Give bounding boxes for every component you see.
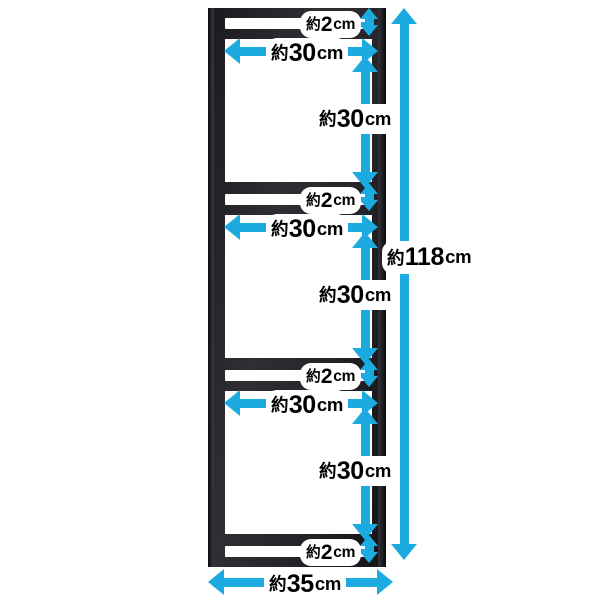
cube-2-height-label-value: 30 — [336, 280, 365, 309]
cube-1-width-label-unit: cm — [316, 41, 344, 63]
bottom-slot-label-value: 2 — [320, 541, 333, 564]
top-slot-arrow-up — [360, 8, 378, 19]
top-slot-dim-line — [364, 16, 374, 30]
total-height-dim-line — [399, 22, 409, 550]
cube-3-height-label-prefix: 約 — [319, 461, 337, 482]
shelf-bottom-slot-opening — [225, 546, 372, 557]
cube-3-height-arrow-up — [352, 408, 378, 424]
shelf-top-slot-opening — [225, 18, 372, 29]
top-slot-label-value: 2 — [320, 13, 333, 36]
total-height-arrow-up — [391, 8, 417, 24]
cube-2-width-label-unit: cm — [316, 217, 344, 239]
total-height-label-unit: cm — [445, 246, 472, 268]
shelf-divider-1-opening — [225, 194, 372, 205]
total-width-label-value: 35 — [286, 569, 315, 598]
bottom-slot-dim-line — [364, 543, 374, 557]
divider-2-label-prefix: 約 — [306, 369, 321, 386]
divider-2-dim-line — [364, 367, 374, 381]
total-width-label-unit: cm — [314, 572, 342, 594]
divider-2-label-value: 2 — [320, 365, 333, 388]
total-width-label-prefix: 約 — [269, 574, 287, 595]
bottom-slot-label-unit: cm — [333, 543, 356, 561]
divider-1-arrow-up — [360, 183, 378, 194]
bottom-slot-arrow-down — [360, 552, 378, 563]
top-slot-label-prefix: 約 — [306, 17, 321, 34]
divider-1-label-unit: cm — [333, 191, 356, 209]
cube-1-height-label-value: 30 — [336, 104, 365, 133]
bottom-slot-arrow-up — [360, 535, 378, 546]
total-width-arrow-left — [208, 569, 224, 595]
cube-1-height-label-unit: cm — [364, 107, 392, 129]
cube-2-height-label-unit: cm — [364, 283, 392, 305]
bottom-slot-label-prefix: 約 — [306, 545, 321, 562]
cube-3-width-label-unit: cm — [316, 393, 344, 415]
divider-2-arrow-up — [360, 359, 378, 370]
divider-1-label-prefix: 約 — [306, 193, 321, 210]
cube-1-height-arrow-up — [352, 56, 378, 72]
divider-2-label-unit: cm — [333, 367, 356, 385]
shelf-divider-2-opening — [225, 370, 372, 381]
total-height-label-value: 118 — [404, 243, 445, 271]
total-height-arrow-down — [391, 544, 417, 560]
cube-3-width-label-prefix: 約 — [271, 395, 289, 416]
top-slot-label-unit: cm — [333, 15, 356, 33]
cube-1-width-label-prefix: 約 — [271, 43, 289, 64]
divider-1-arrow-down — [360, 200, 378, 211]
cube-2-height-label-prefix: 約 — [319, 285, 337, 306]
cube-2-width-label-prefix: 約 — [271, 219, 289, 240]
divider-2-arrow-down — [360, 376, 378, 387]
cube-3-width-arrow-left — [224, 390, 240, 416]
divider-1-dim-line — [364, 191, 374, 205]
cube-2-height-arrow-up — [352, 232, 378, 248]
total-width-arrow-right — [377, 569, 393, 595]
cube-2-width-label-value: 30 — [288, 214, 317, 243]
cube-1-width-arrow-left — [224, 38, 240, 64]
cube-3-height-label-value: 30 — [336, 456, 365, 485]
divider-1-label-value: 2 — [320, 189, 333, 212]
cube-1-width-label-value: 30 — [288, 38, 317, 67]
cube-3-height-label-unit: cm — [364, 459, 392, 481]
total-height-label-prefix: 約 — [387, 247, 405, 268]
shelf-left-post-highlight — [208, 8, 214, 567]
cube-3-width-label-value: 30 — [288, 390, 317, 419]
top-slot-arrow-down — [360, 25, 378, 36]
cube-2-width-arrow-left — [224, 214, 240, 240]
cube-1-height-label-prefix: 約 — [319, 109, 337, 130]
